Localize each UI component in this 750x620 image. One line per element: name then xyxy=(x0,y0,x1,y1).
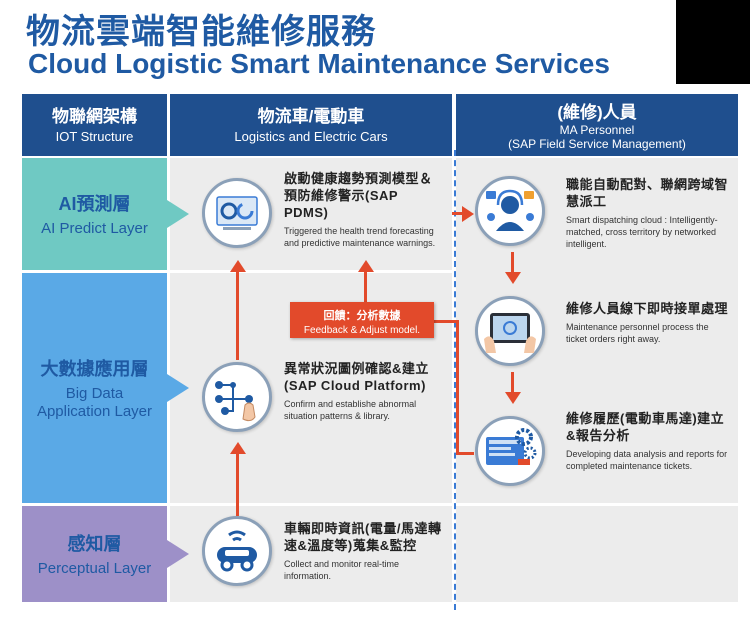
step-title: 維修人員線下即時接單處理 xyxy=(566,301,729,316)
dashed-divider xyxy=(454,150,456,610)
column-header-sublabel: MA Personnel xyxy=(559,123,635,137)
arrow-down-icon xyxy=(505,392,521,404)
feedback-box: 回饋：分析數據 Feedback & Adjust model. xyxy=(290,302,434,338)
step-predict: 啟動健康趨勢預測模型＆預防維修警示(SAP PDMS) Triggered th… xyxy=(284,170,444,249)
step-title: 職能自動配對、聯網跨域智慧派工 xyxy=(566,177,729,209)
column-header-personnel: (維修)人員 MA Personnel (SAP Field Service M… xyxy=(456,94,738,156)
layer-label: 感知層 xyxy=(67,534,122,554)
arrow-down-icon xyxy=(505,272,521,284)
arrow-line xyxy=(456,452,474,455)
step-description: Smart dispatching cloud : Intelligently-… xyxy=(566,215,718,249)
step-history: 維修履歷(電動車馬達)建立&報告分析 Developing data analy… xyxy=(566,410,732,472)
arrow-line xyxy=(236,452,239,516)
layer-sublabel: Perceptual Layer xyxy=(37,560,152,577)
analytics-dashboard-icon xyxy=(202,178,272,248)
step-description: Collect and monitor real-time informatio… xyxy=(284,559,400,581)
step-accept: 維修人員線下即時接單處理 Maintenance personnel proce… xyxy=(566,300,732,345)
arrow-line xyxy=(236,270,239,360)
step-title: 異常狀況圖例確認&建立(SAP Cloud Platform) xyxy=(284,361,429,393)
arrow-line xyxy=(511,372,514,394)
chevron-right-icon xyxy=(167,540,189,568)
car-wifi-icon xyxy=(202,516,272,586)
arrow-line xyxy=(511,252,514,274)
step-title: 維修履歷(電動車馬達)建立&報告分析 xyxy=(566,411,725,443)
column-header-label: 物流車/電動車 xyxy=(257,107,365,126)
layer-label: AI預測層 xyxy=(58,194,131,214)
layer-sublabel: AI Predict Layer xyxy=(41,220,148,237)
step-dispatch: 職能自動配對、聯網跨域智慧派工 Smart dispatching cloud … xyxy=(566,176,732,250)
step-title: 車輛即時資訊(電量/馬達轉速&溫度等)蒐集&監控 xyxy=(284,521,442,553)
column-header-sublabel: IOT Structure xyxy=(55,129,134,144)
feedback-label: 回饋：分析數據 xyxy=(323,310,401,322)
column-header-iot: 物聯網架構 IOT Structure xyxy=(22,94,167,156)
step-collect: 車輛即時資訊(電量/馬達轉速&溫度等)蒐集&監控 Collect and mon… xyxy=(284,520,444,582)
page-title-english: Cloud Logistic Smart Maintenance Service… xyxy=(28,48,610,79)
network-touch-icon xyxy=(202,362,272,432)
step-description: Maintenance personnel process the ticket… xyxy=(566,322,709,344)
column-header-label: (維修)人員 xyxy=(557,103,637,122)
panel-personnel-empty xyxy=(456,506,738,602)
chevron-right-icon xyxy=(167,374,189,402)
layer-big-data: 大數據應用層 Big Data Application Layer xyxy=(22,273,167,503)
arrow-right-icon xyxy=(462,206,474,222)
arrow-up-icon xyxy=(230,260,246,272)
arrow-line xyxy=(452,212,466,215)
arrow-line xyxy=(456,320,459,455)
feedback-sublabel: Feedback & Adjust model. xyxy=(303,325,421,336)
step-description: Triggered the health trend forecasting a… xyxy=(284,226,436,248)
layer-perceptual: 感知層 Perceptual Layer xyxy=(22,506,167,602)
column-header-sublabel-2: (SAP Field Service Management) xyxy=(508,137,686,151)
arrow-line xyxy=(364,270,367,304)
column-header-label: 物聯網架構 xyxy=(52,107,137,126)
step-description: Developing data analysis and reports for… xyxy=(566,449,728,471)
layer-ai-predict: AI預測層 AI Predict Layer xyxy=(22,158,167,270)
step-title: 啟動健康趨勢預測模型＆預防維修警示(SAP PDMS) xyxy=(284,171,433,220)
page-title-chinese: 物流雲端智能維修服務 xyxy=(26,13,376,51)
arrow-up-icon xyxy=(358,260,374,272)
layer-sublabel: Big Data Application Layer xyxy=(36,385,153,420)
column-header-sublabel: Logistics and Electric Cars xyxy=(234,129,388,144)
layer-label: 大數據應用層 xyxy=(40,359,149,379)
arrow-line xyxy=(430,320,458,323)
tablet-hands-icon xyxy=(475,296,545,366)
arrow-up-icon xyxy=(230,442,246,454)
header-band xyxy=(0,0,676,84)
support-agent-icon xyxy=(475,176,545,246)
chevron-right-icon xyxy=(167,200,189,228)
report-gears-icon xyxy=(475,416,545,486)
step-description: Confirm and establishe abnormal situatio… xyxy=(284,399,417,421)
column-header-vehicles: 物流車/電動車 Logistics and Electric Cars xyxy=(170,94,452,156)
step-confirm: 異常狀況圖例確認&建立(SAP Cloud Platform) Confirm … xyxy=(284,360,444,422)
